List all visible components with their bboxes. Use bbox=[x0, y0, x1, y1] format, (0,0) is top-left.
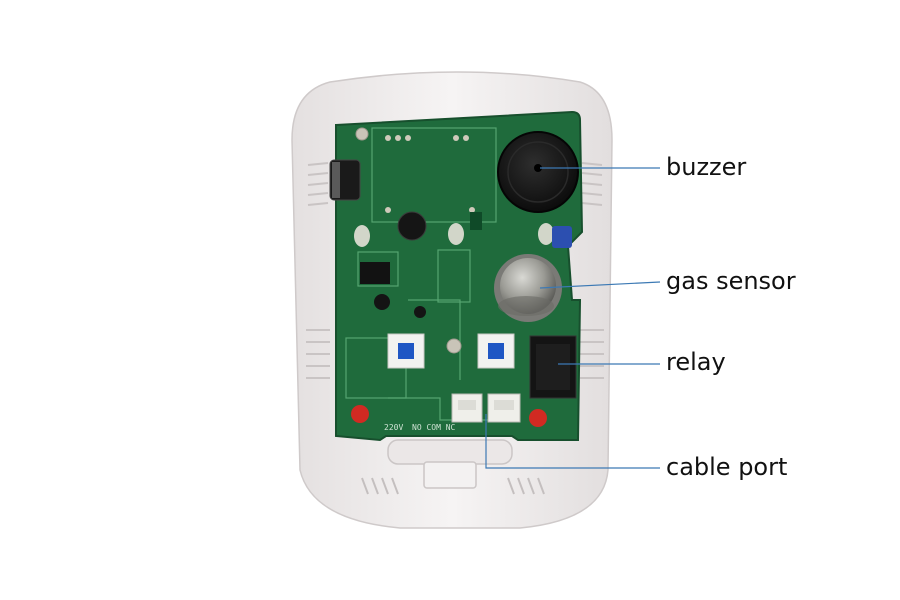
gas-sensor-leader-line bbox=[539, 281, 661, 289]
cable-port-label: cable port bbox=[666, 453, 788, 481]
leader-lines bbox=[485, 167, 661, 469]
relay-component bbox=[529, 335, 577, 399]
gas-sensor-label: gas sensor bbox=[666, 267, 796, 295]
pcb-terminal-label: NO COM NC bbox=[412, 423, 456, 432]
cable-port-leader-line bbox=[485, 414, 660, 469]
buzzer-component bbox=[497, 131, 579, 213]
gas-sensor-component bbox=[494, 254, 562, 322]
relay-label: relay bbox=[666, 348, 726, 376]
pcb-voltage-label: 220V bbox=[384, 423, 403, 432]
buzzer-label: buzzer bbox=[666, 153, 747, 181]
cable-port-component bbox=[451, 393, 521, 423]
